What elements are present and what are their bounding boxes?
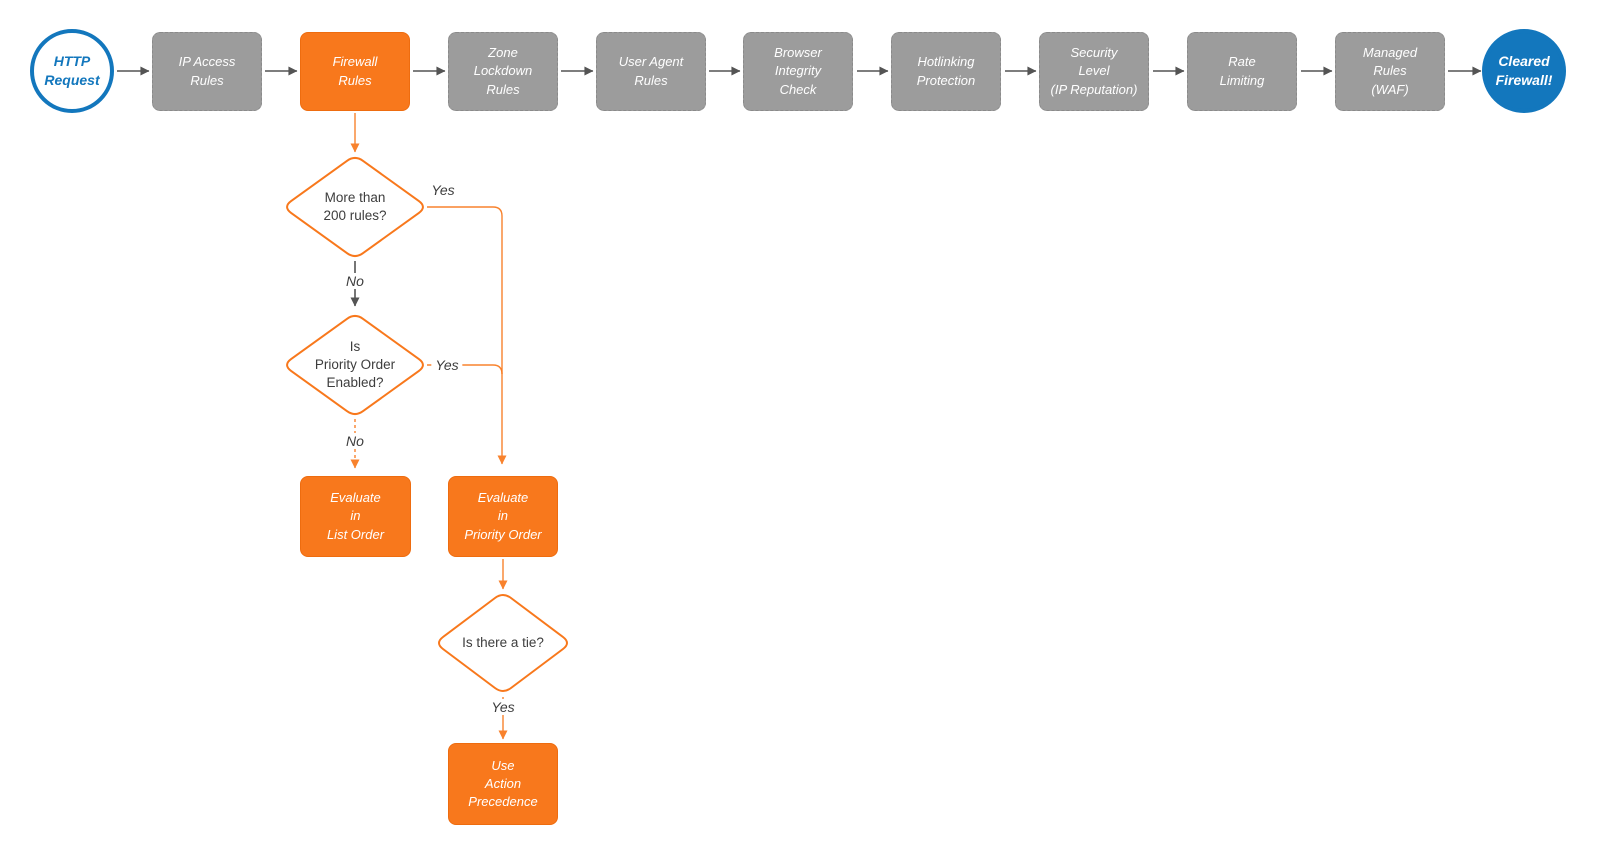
stage-zone-lockdown-rules: Zone Lockdown Rules bbox=[448, 32, 558, 111]
node-use-action-precedence: Use Action Precedence bbox=[448, 743, 558, 825]
stage-label: Firewall Rules bbox=[332, 54, 378, 88]
decision-tie-diamond bbox=[438, 594, 568, 692]
edge-rule-count-yes-to-priority-order bbox=[427, 206, 507, 465]
node-cleared-firewall: Cleared Firewall! bbox=[1482, 29, 1566, 113]
stage-ip-access-rules: IP Access Rules bbox=[152, 32, 262, 111]
stage-managed-rules-waf: Managed Rules (WAF) bbox=[1335, 32, 1445, 111]
edge-priority-enabled-yes-join bbox=[427, 364, 503, 375]
stage-label: Zone Lockdown Rules bbox=[473, 45, 533, 97]
label-tie-yes: Yes bbox=[487, 699, 519, 715]
node-label: Evaluate in Priority Order bbox=[464, 490, 542, 542]
stage-label: User Agent Rules bbox=[618, 54, 684, 88]
stage-label: IP Access Rules bbox=[178, 54, 236, 88]
stage-security-level: Security Level (IP Reputation) bbox=[1039, 32, 1149, 111]
decision-rule-count-diamond bbox=[286, 156, 424, 258]
stage-label: Security Level (IP Reputation) bbox=[1050, 45, 1138, 97]
label-priority-enabled-no: No bbox=[342, 433, 368, 449]
http-request-label: HTTP Request bbox=[44, 53, 100, 88]
node-http-request: HTTP Request bbox=[30, 29, 114, 113]
node-label: Evaluate in List Order bbox=[326, 490, 385, 542]
stage-hotlinking-protection: Hotlinking Protection bbox=[891, 32, 1001, 111]
cleared-firewall-label: Cleared Firewall! bbox=[1495, 53, 1553, 88]
decision-priority-enabled-diamond bbox=[286, 314, 424, 416]
node-label: Use Action Precedence bbox=[468, 757, 538, 810]
stage-label: Rate Limiting bbox=[1219, 54, 1265, 88]
stage-label: Hotlinking Protection bbox=[916, 54, 976, 88]
stage-label: Browser Integrity Check bbox=[774, 45, 822, 97]
label-rule-count-yes: Yes bbox=[431, 182, 455, 198]
stage-firewall-rules: Firewall Rules bbox=[300, 32, 410, 111]
label-priority-enabled-yes: Yes bbox=[431, 357, 463, 373]
stage-user-agent-rules: User Agent Rules bbox=[596, 32, 706, 111]
label-rule-count-no: No bbox=[342, 273, 368, 289]
stage-rate-limiting: Rate Limiting bbox=[1187, 32, 1297, 111]
node-evaluate-list-order: Evaluate in List Order bbox=[300, 476, 411, 557]
stage-label: Managed Rules (WAF) bbox=[1362, 45, 1418, 97]
stage-browser-integrity-check: Browser Integrity Check bbox=[743, 32, 853, 111]
node-evaluate-priority-order: Evaluate in Priority Order bbox=[448, 476, 558, 557]
